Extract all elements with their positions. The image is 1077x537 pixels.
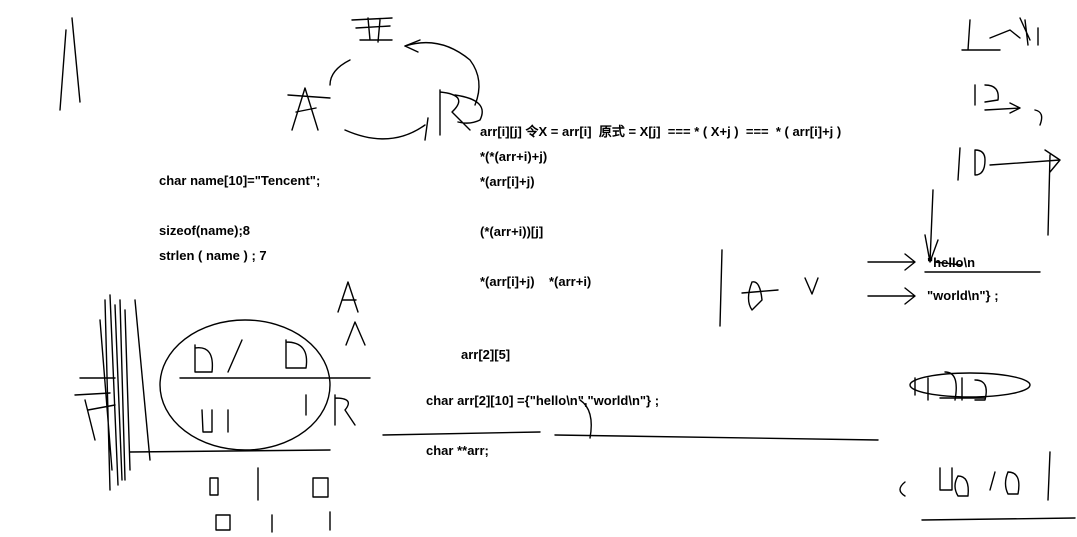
deref-line-3: (*(arr+i))[j] bbox=[480, 224, 544, 239]
deref-line-2: *(arr[i]+j) bbox=[480, 174, 535, 189]
deref-line-4: *(arr[i]+j) *(arr+i) bbox=[480, 274, 592, 289]
sketch-stroke bbox=[1047, 451, 1051, 501]
sketch-stroke bbox=[285, 339, 308, 369]
deref-line-1: *(*(arr+i)+j) bbox=[480, 149, 548, 164]
sketch-stroke bbox=[201, 409, 229, 433]
sketch-stroke bbox=[924, 189, 939, 263]
sketch-stroke bbox=[899, 481, 906, 497]
sketch-stroke bbox=[287, 87, 331, 131]
sketch-stroke bbox=[227, 339, 243, 373]
sketch-stroke bbox=[921, 517, 1076, 521]
sketch-stroke bbox=[1004, 471, 1020, 495]
sketch-stroke bbox=[209, 467, 329, 501]
char-name-line: char name[10]="Tencent"; bbox=[159, 173, 321, 188]
sketch-stroke bbox=[404, 41, 480, 106]
sketch-stroke bbox=[329, 59, 351, 86]
sketch-stroke bbox=[439, 89, 483, 136]
sketch-stroke bbox=[554, 434, 879, 441]
arr-formula-line: arr[i][j] 令X = arr[i] 原式 = X[j] === * ( … bbox=[480, 124, 842, 139]
sketch-stroke bbox=[579, 399, 592, 439]
sketch-stroke bbox=[1019, 17, 1031, 46]
sketch-stroke bbox=[59, 29, 67, 111]
sketch-stroke bbox=[424, 117, 429, 141]
sketch-stroke bbox=[344, 124, 426, 140]
sketch-stroke bbox=[134, 299, 151, 461]
sketch-stroke bbox=[961, 19, 1039, 51]
sketch-stroke bbox=[914, 371, 987, 401]
sketch-stroke bbox=[351, 17, 393, 43]
sketch-stroke bbox=[74, 377, 116, 441]
sketch-stroke bbox=[71, 17, 81, 103]
sketch-stroke bbox=[345, 321, 366, 346]
sketch-stroke bbox=[989, 471, 996, 491]
sketch-stroke bbox=[954, 475, 969, 497]
char-arr-line: char arr[2][10] ={"hello\n","world\n"} ; bbox=[426, 393, 660, 408]
sketch-stroke bbox=[337, 281, 359, 313]
sketch-stroke bbox=[129, 449, 331, 453]
sketch-stroke bbox=[741, 281, 779, 311]
sketch-stroke bbox=[215, 511, 331, 533]
sketch-stroke bbox=[382, 431, 541, 436]
sketch-stroke bbox=[974, 84, 1043, 126]
sketch-stroke bbox=[867, 287, 916, 305]
sketch-stroke bbox=[334, 394, 356, 426]
sketch-circle bbox=[159, 319, 331, 451]
sketch-stroke bbox=[194, 344, 214, 373]
hello-string: "hello\n bbox=[927, 255, 976, 270]
sketch-ellipse bbox=[909, 372, 1031, 398]
world-string: "world\n"} ; bbox=[927, 288, 999, 303]
char-pp-line: char **arr; bbox=[426, 443, 489, 458]
sizeof-line: sizeof(name);8 bbox=[159, 223, 251, 238]
sketch-stroke bbox=[804, 277, 819, 295]
sketch-stroke bbox=[719, 249, 723, 327]
sketch-stroke bbox=[934, 261, 963, 266]
strlen-line: strlen ( name ) ; 7 bbox=[159, 248, 267, 263]
sketch-stroke bbox=[99, 294, 131, 491]
sketch-stroke bbox=[404, 39, 421, 53]
sketch-stroke bbox=[867, 253, 916, 271]
sketch-stroke bbox=[939, 467, 953, 491]
sketch-stroke bbox=[957, 147, 1061, 236]
arr-2-5-line: arr[2][5] bbox=[461, 347, 511, 362]
